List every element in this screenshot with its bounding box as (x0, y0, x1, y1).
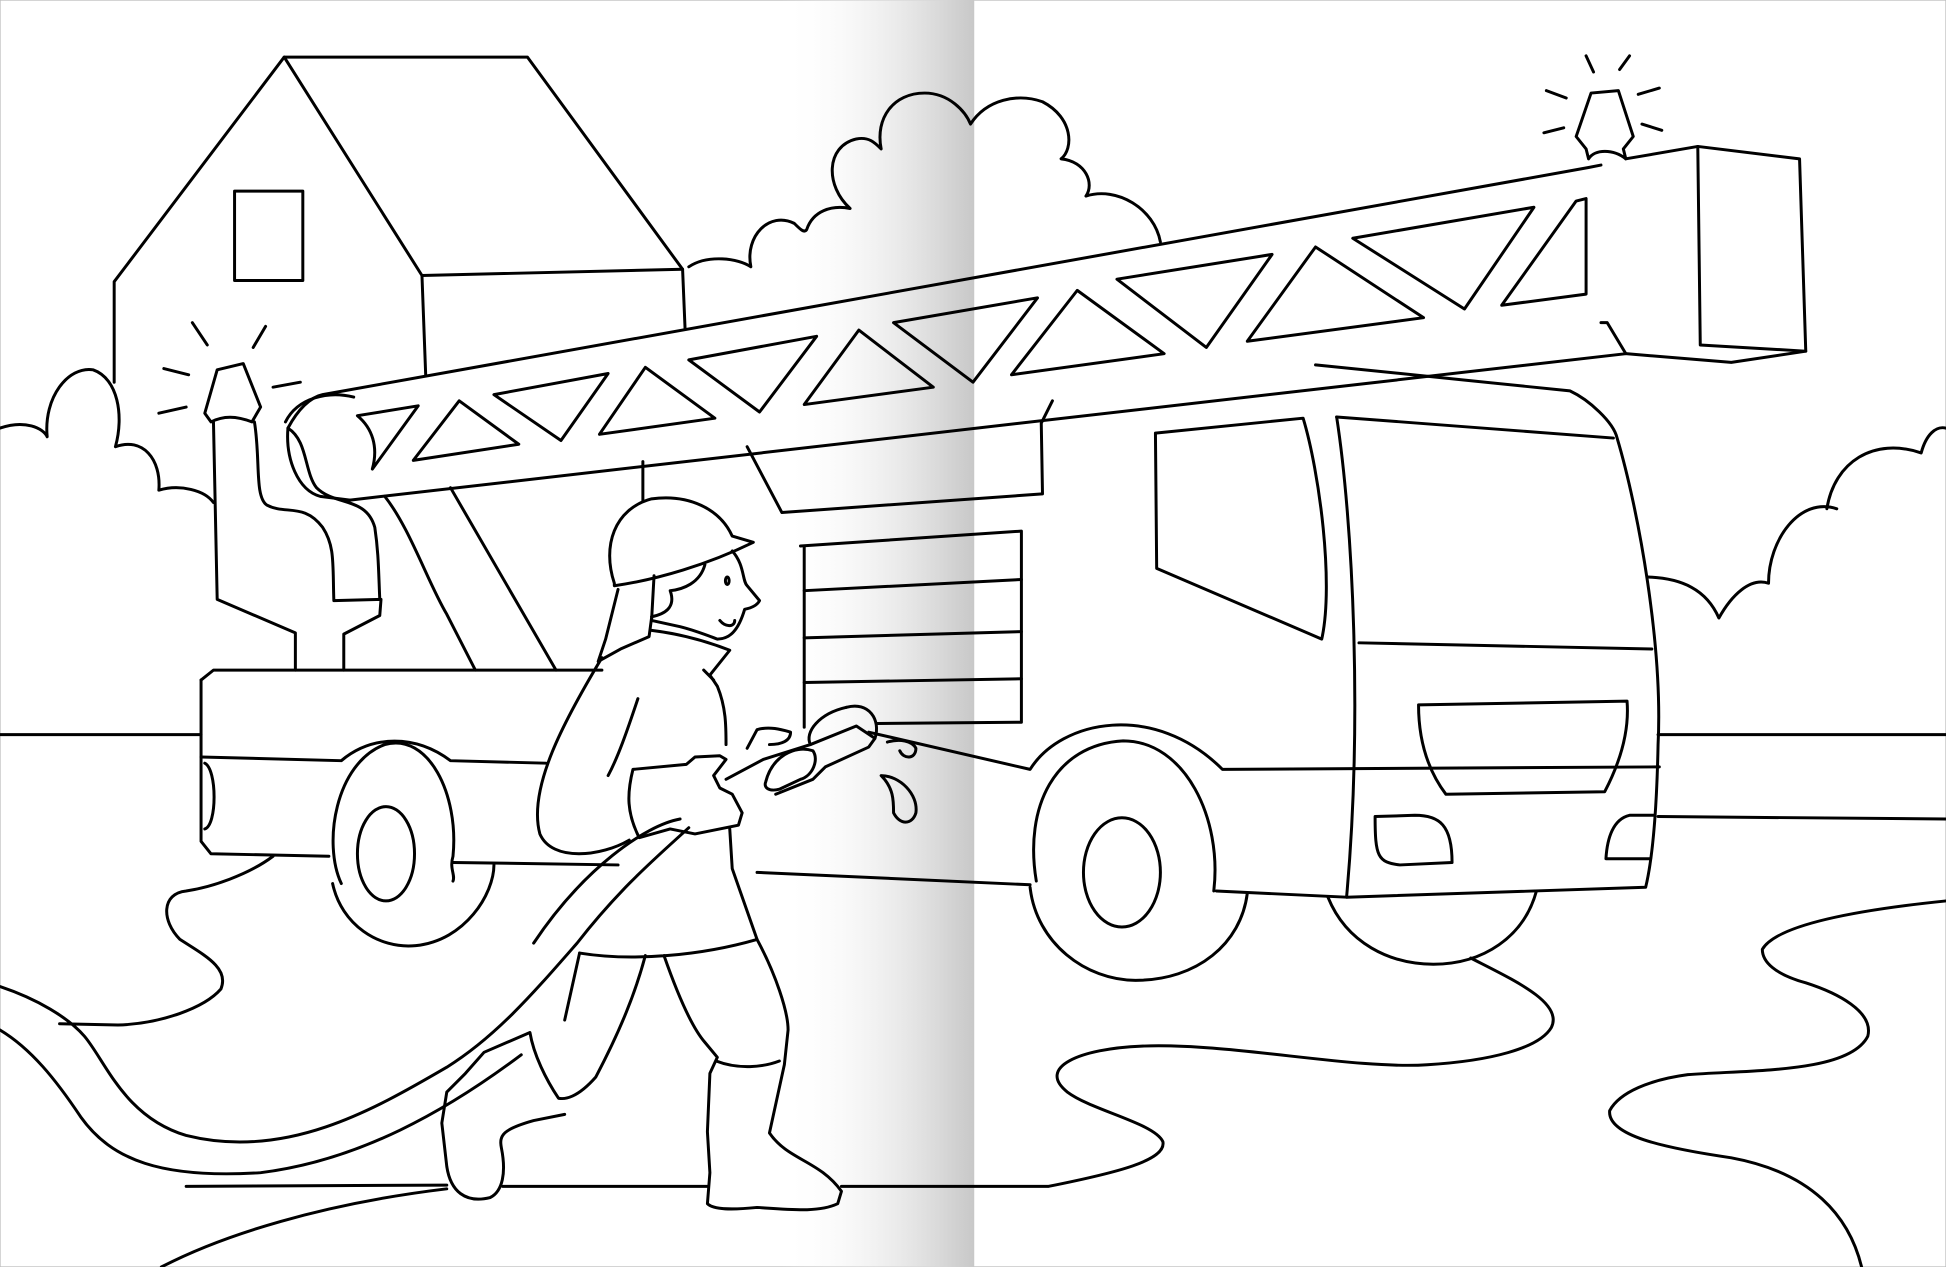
front-hub (1081, 816, 1162, 929)
eye (723, 575, 731, 586)
beacon-rays (1542, 54, 1664, 135)
rear-hub (355, 805, 417, 903)
house-window (233, 189, 305, 282)
house (112, 55, 687, 384)
fire-truck (157, 54, 1808, 982)
bushes (0, 91, 1946, 620)
ground-lines (0, 733, 1946, 821)
firefighter (440, 496, 918, 1212)
hose-and-paths (0, 817, 1946, 1269)
